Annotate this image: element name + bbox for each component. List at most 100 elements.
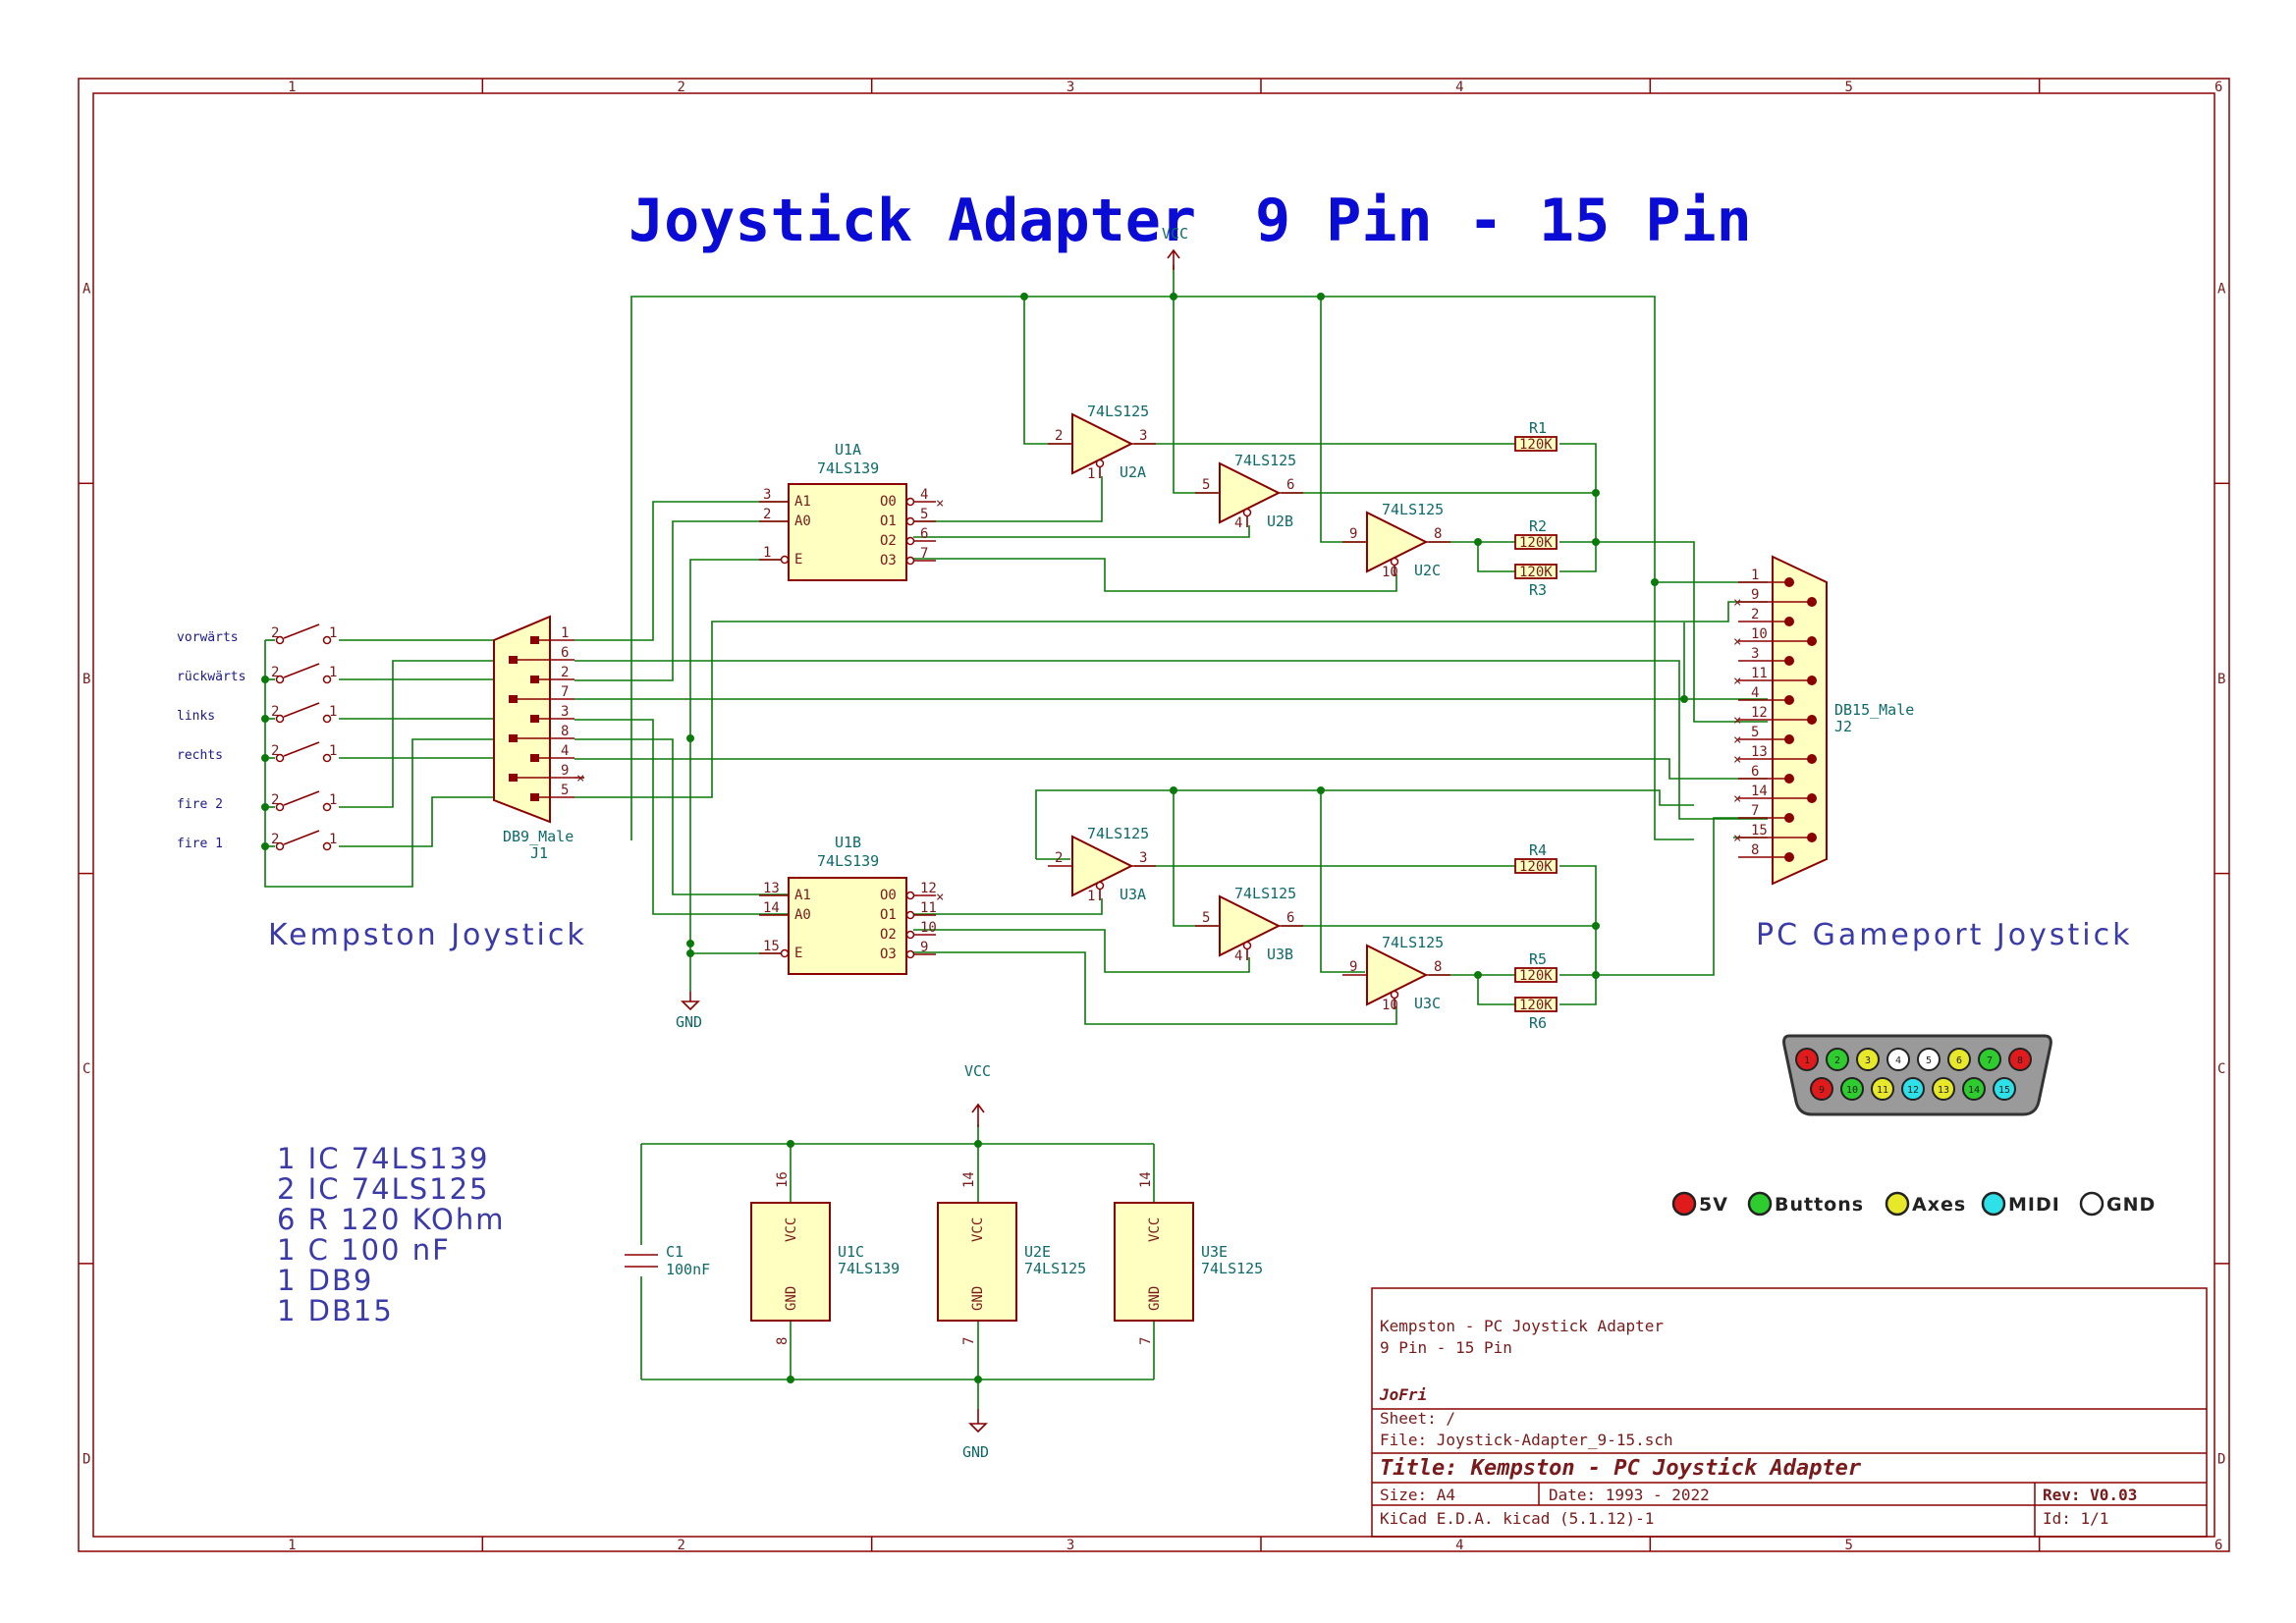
svg-text:2: 2 bbox=[271, 625, 279, 641]
svg-text:5: 5 bbox=[920, 507, 928, 522]
buffer-value: 74LS125 bbox=[1087, 403, 1149, 420]
svg-text:U3E: U3E bbox=[1201, 1243, 1228, 1261]
svg-text:3: 3 bbox=[1139, 428, 1147, 444]
svg-text:R4: R4 bbox=[1529, 841, 1547, 859]
gameport-pin bbox=[1962, 1077, 1986, 1101]
svg-text:4: 4 bbox=[1234, 515, 1242, 531]
svg-text:6: 6 bbox=[561, 645, 569, 661]
legend-item: Axes bbox=[1885, 1191, 1966, 1217]
svg-text:120K: 120K bbox=[1519, 968, 1553, 984]
svg-text:6: 6 bbox=[1286, 910, 1294, 926]
svg-text:3: 3 bbox=[763, 487, 771, 503]
title-left: Joystick Adapter bbox=[629, 187, 1196, 255]
gameport-pin bbox=[1871, 1077, 1894, 1101]
db15-pin bbox=[1784, 852, 1794, 862]
svg-text:14: 14 bbox=[763, 900, 780, 916]
svg-text:GND: GND bbox=[2106, 1194, 2156, 1216]
kempston-caption: Kempston Joystick bbox=[268, 918, 587, 952]
svg-text:8: 8 bbox=[1434, 526, 1442, 542]
u1b-value: 74LS139 bbox=[817, 852, 879, 870]
frame-col-label: 2 bbox=[677, 1538, 684, 1553]
db9-pin bbox=[509, 656, 518, 664]
db15-connector: 19×210×311×412×5×13×614×715×8 DB15_Male … bbox=[1733, 555, 1914, 886]
svg-text:U1C: U1C bbox=[838, 1243, 864, 1261]
frame-col-label: 6 bbox=[2214, 1538, 2222, 1553]
svg-text:3: 3 bbox=[1751, 646, 1759, 662]
svg-text:120K: 120K bbox=[1519, 565, 1553, 580]
db15-pin bbox=[1807, 597, 1817, 607]
switch-label: fire 2 bbox=[177, 797, 223, 812]
gameport-pin bbox=[1840, 1077, 1864, 1101]
gameport-pin bbox=[1917, 1048, 1941, 1071]
svg-text:4: 4 bbox=[1895, 1055, 1901, 1066]
svg-text:U2E: U2E bbox=[1024, 1243, 1051, 1261]
buffer-ref: U3C bbox=[1414, 995, 1441, 1012]
buffer-ref: U3B bbox=[1267, 946, 1293, 963]
gameport-pin bbox=[1901, 1077, 1925, 1101]
no-connect-icon: × bbox=[1733, 791, 1741, 807]
gameport-pin bbox=[1947, 1048, 1971, 1071]
svg-text:12: 12 bbox=[920, 881, 937, 896]
svg-text:6: 6 bbox=[1751, 764, 1759, 780]
frame-col-label: 1 bbox=[288, 1538, 296, 1553]
db15-pin bbox=[1807, 754, 1817, 764]
svg-text:15: 15 bbox=[1998, 1085, 2010, 1096]
svg-text:1: 1 bbox=[329, 625, 337, 641]
svg-text:Axes: Axes bbox=[1912, 1194, 1966, 1216]
svg-text:12: 12 bbox=[1751, 705, 1768, 721]
svg-text:1: 1 bbox=[763, 545, 771, 561]
db9-pin bbox=[509, 695, 518, 703]
j2-ref: J2 bbox=[1834, 718, 1852, 735]
j1-value: DB9_Male bbox=[503, 828, 574, 845]
svg-text:12: 12 bbox=[1907, 1085, 1919, 1096]
svg-text:2: 2 bbox=[763, 507, 771, 522]
svg-text:O3: O3 bbox=[880, 947, 897, 962]
legend-item: MIDI bbox=[1981, 1191, 2059, 1217]
svg-text:8: 8 bbox=[775, 1337, 791, 1345]
svg-text:1: 1 bbox=[1751, 568, 1759, 583]
db9-pin bbox=[530, 793, 539, 801]
gameport-pin bbox=[1826, 1048, 1849, 1071]
db15-pin bbox=[1807, 793, 1817, 803]
svg-text:100nF: 100nF bbox=[666, 1261, 710, 1278]
svg-text:10: 10 bbox=[1751, 626, 1768, 642]
switch-label: rechts bbox=[177, 748, 223, 763]
svg-text:8: 8 bbox=[1434, 959, 1442, 975]
db15-pin bbox=[1784, 813, 1794, 823]
svg-text:7: 7 bbox=[920, 546, 928, 562]
svg-text:4: 4 bbox=[1751, 685, 1759, 701]
svg-text:10: 10 bbox=[1846, 1085, 1858, 1096]
frame-col-label: 3 bbox=[1066, 1538, 1074, 1553]
tb-comment2: 9 Pin - 15 Pin bbox=[1380, 1338, 1512, 1357]
svg-text:5: 5 bbox=[1926, 1055, 1932, 1066]
svg-text:120K: 120K bbox=[1519, 859, 1553, 875]
svg-text:1: 1 bbox=[561, 625, 569, 641]
svg-text:9: 9 bbox=[1819, 1085, 1825, 1096]
svg-text:120K: 120K bbox=[1519, 535, 1553, 551]
svg-text:15: 15 bbox=[763, 939, 780, 954]
svg-text:7: 7 bbox=[1138, 1337, 1154, 1345]
svg-text:10: 10 bbox=[1382, 998, 1398, 1013]
svg-text:O1: O1 bbox=[880, 514, 897, 529]
frame-row-label: B bbox=[2217, 672, 2225, 687]
svg-text:R3: R3 bbox=[1529, 581, 1547, 599]
gameport-pin bbox=[1993, 1077, 2016, 1101]
svg-text:O2: O2 bbox=[880, 533, 897, 549]
svg-text:2: 2 bbox=[1834, 1055, 1840, 1066]
capacitor-c1: C1 100nF bbox=[625, 1243, 710, 1278]
svg-text:VCC: VCC bbox=[970, 1217, 986, 1242]
legend-item: 5V bbox=[1671, 1191, 1727, 1217]
svg-text:4: 4 bbox=[1234, 948, 1242, 964]
frame-row-label: C bbox=[82, 1061, 90, 1077]
frame-row-label: A bbox=[82, 282, 91, 298]
svg-text:3: 3 bbox=[1139, 850, 1147, 866]
db15-pin bbox=[1784, 617, 1794, 626]
